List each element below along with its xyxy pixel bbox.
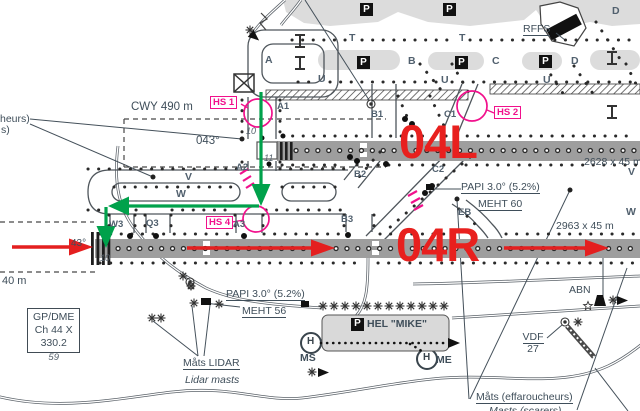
equipment-buildings (201, 184, 434, 307)
mast-icon (427, 300, 439, 312)
runway-arrow-head-0 (69, 238, 93, 256)
mast-icon (185, 280, 197, 292)
hel-mike-pavement (321, 314, 450, 352)
leader-lines (29, 0, 629, 411)
taxi-route-green-arrows (96, 92, 271, 248)
mast-icon (416, 300, 428, 312)
mast-icon (328, 300, 340, 312)
mast-icon (438, 300, 450, 312)
mast-flag-icon (247, 29, 260, 41)
zigzag-mark (259, 12, 268, 31)
edge-light-dots (86, 20, 640, 265)
runway-arrow-head-2 (585, 239, 609, 257)
hel-mike-taxi-dots (319, 341, 448, 354)
mast-icon (361, 300, 373, 312)
holding-bridge-icons (294, 34, 618, 119)
mast-icon (607, 294, 619, 306)
taxi-route-arrow-head-0 (251, 184, 271, 206)
vdf-structure-icon (565, 324, 596, 359)
light-circle-icons (185, 99, 570, 327)
hel-taxi-arrow (448, 338, 460, 348)
mast-flag-icon (617, 296, 628, 305)
apron-areas (283, 0, 640, 70)
mast-icon (339, 300, 351, 312)
clearway-dashed-lines (0, 118, 386, 273)
hotspot-circle-2 (242, 205, 270, 233)
mast-icon (213, 298, 225, 310)
road-hatch-band (265, 83, 640, 101)
hotspot-circles-layer (231, 90, 495, 233)
mast-icon (146, 312, 158, 324)
mast-icon (306, 366, 318, 378)
hotspot-bar-markings (239, 168, 424, 211)
runway-direction-red-arrows (12, 238, 609, 257)
mast-icon (317, 300, 329, 312)
taxiway-outlines (87, 29, 503, 243)
leader-dots (150, 136, 573, 202)
mast-icon (155, 312, 167, 324)
mast-icon (383, 300, 395, 312)
mast-icon (177, 270, 189, 282)
mast-icon (350, 300, 362, 312)
mast-icon (394, 300, 406, 312)
hotspot-leader-0 (240, 103, 249, 109)
hotspot-circle-0 (243, 98, 273, 128)
hotspot-circle-1 (456, 90, 488, 122)
hotspot-leader-2 (231, 219, 245, 223)
rffs-building-icon (539, 1, 587, 47)
helipad-circles (300, 332, 438, 370)
abn-beacon-icon (582, 295, 606, 311)
hotspot-leader-1 (486, 109, 495, 114)
mast-icons-layer (146, 24, 628, 378)
mast-icon (405, 300, 417, 312)
mast-icon (572, 316, 584, 328)
mast-icon (188, 297, 200, 309)
mast-icon (372, 300, 384, 312)
taxi-route-arrow-head-1 (108, 196, 129, 216)
taxi-route-arrow-head-2 (96, 226, 116, 248)
mast-flag-icon (318, 368, 329, 377)
runway-arrow-head-1 (311, 239, 335, 257)
closed-area-icon (233, 73, 255, 93)
light-clusters (127, 116, 435, 239)
